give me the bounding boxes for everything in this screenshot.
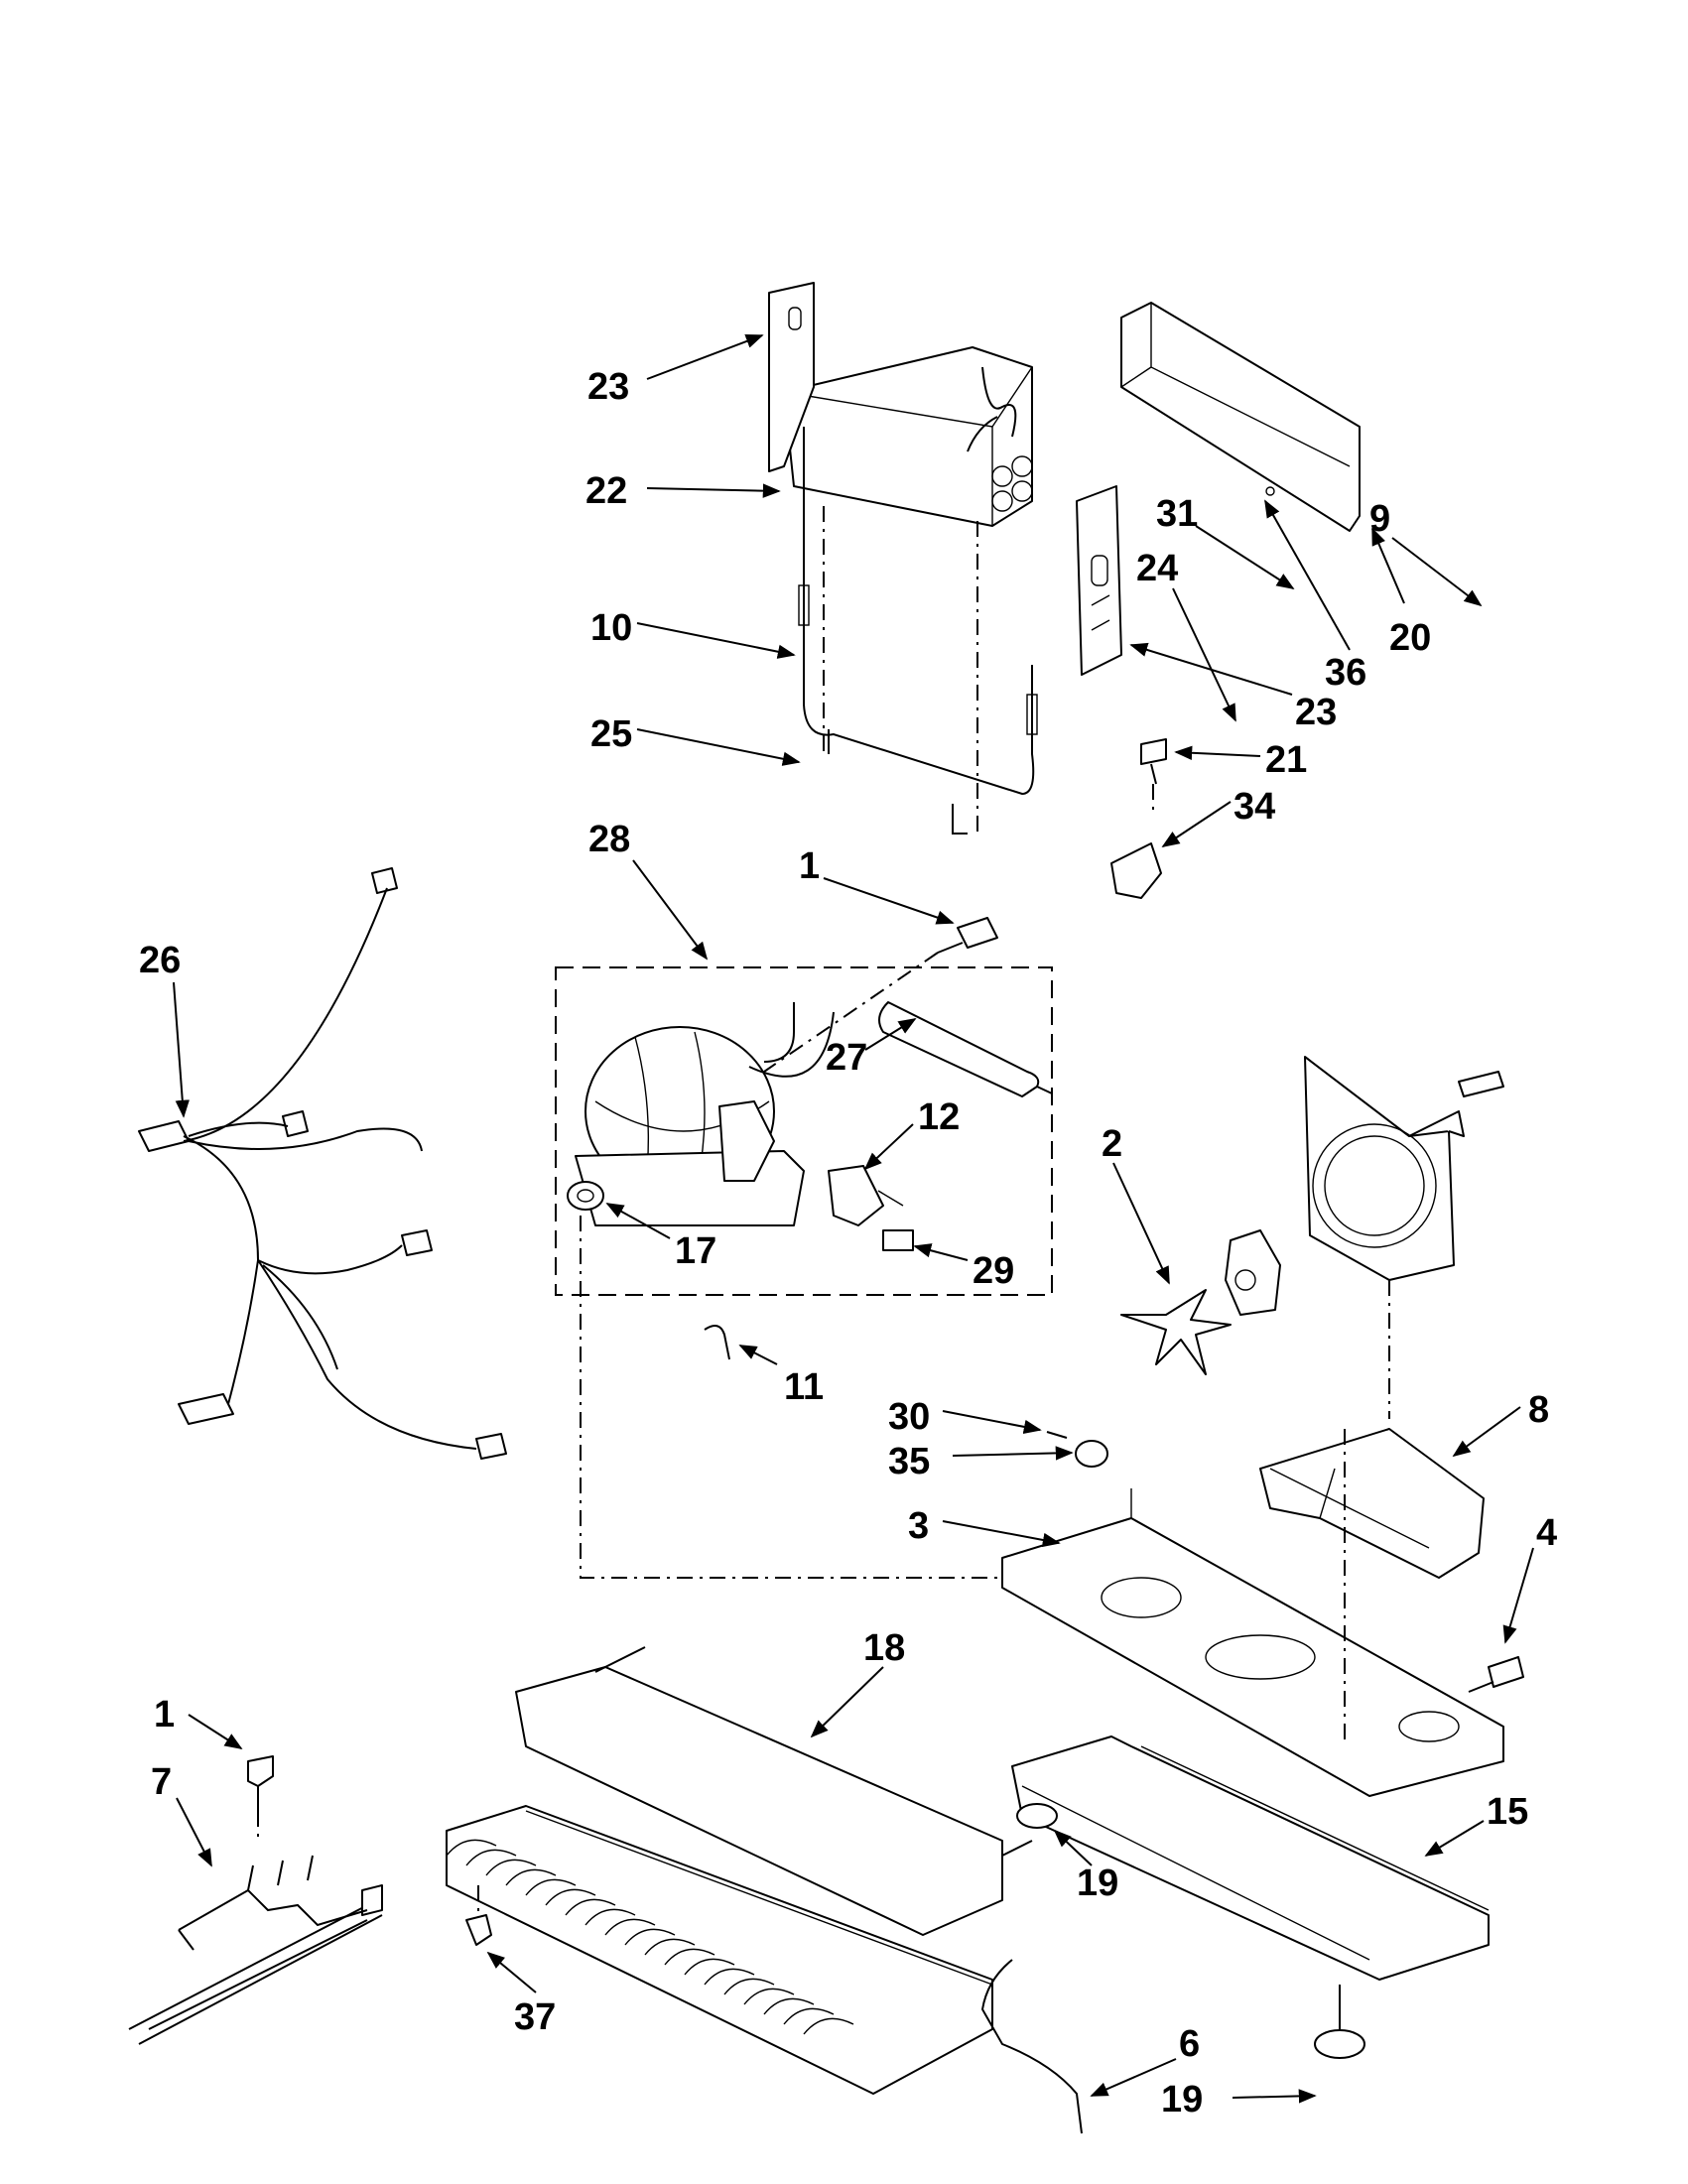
pin-30 <box>1046 1431 1068 1439</box>
overload-29 <box>882 1229 914 1251</box>
callout-18: 18 <box>863 1627 905 1669</box>
screw-9 <box>1458 1071 1504 1097</box>
callout-17: 17 <box>675 1230 716 1272</box>
callout-8: 8 <box>1528 1389 1549 1431</box>
callout-4: 4 <box>1536 1512 1557 1554</box>
grommet-17 <box>567 1181 604 1211</box>
callout-11: 11 <box>784 1366 824 1408</box>
callout-36: 36 <box>1325 652 1366 694</box>
foot-19-right <box>1314 1985 1365 2059</box>
callout-10: 10 <box>590 607 632 649</box>
drier-27 <box>878 1001 1053 1097</box>
callout-19-right: 19 <box>1161 2079 1203 2120</box>
callout-15: 15 <box>1487 1791 1528 1833</box>
wire-harness-26 <box>138 867 507 1460</box>
clip-37 <box>465 1914 492 1946</box>
screw-1-bottom <box>247 1755 274 1811</box>
tube-6 <box>980 1959 1083 2134</box>
evaporator-22 <box>783 346 1033 527</box>
callout-21: 21 <box>1265 739 1307 781</box>
screw-21 <box>1140 738 1167 785</box>
compressor <box>575 1002 835 1226</box>
shroud-31 <box>1304 1056 1465 1281</box>
foot-19-left <box>1016 1803 1058 1829</box>
evaporator-cover-20 <box>1120 302 1361 532</box>
callout-24: 24 <box>1136 548 1178 589</box>
tube-11 <box>704 1325 730 1360</box>
leader-arrows <box>173 334 1534 2104</box>
bracket-8 <box>1259 1428 1485 1579</box>
compressor-assembly-box-28 <box>555 966 1053 1296</box>
fan-blade-2 <box>1120 1289 1232 1375</box>
callout-2: 2 <box>1102 1123 1122 1165</box>
callout-12: 12 <box>918 1096 960 1138</box>
relay-12 <box>828 1165 904 1226</box>
end-plate-23-right <box>1076 485 1122 676</box>
callout-29: 29 <box>973 1250 1014 1292</box>
bracket-34 <box>1110 842 1162 899</box>
callout-23-right: 23 <box>1295 692 1337 733</box>
callout-1-top: 1 <box>799 845 820 887</box>
callout-6: 6 <box>1179 2023 1200 2065</box>
callout-labels: 23 22 10 25 28 1 26 27 12 17 29 11 36 20… <box>139 366 1557 2120</box>
drain-pan-15 <box>1011 1735 1490 1981</box>
callout-27: 27 <box>826 1037 867 1079</box>
fan-motor-24 <box>1225 1229 1281 1316</box>
end-plate-23-left <box>768 282 815 472</box>
callout-22: 22 <box>585 470 627 512</box>
callout-37: 37 <box>514 1996 556 2038</box>
heater-10 <box>798 427 1038 835</box>
bushing-35 <box>1075 1440 1108 1468</box>
callout-20: 20 <box>1389 617 1431 659</box>
callout-23-top: 23 <box>587 366 629 408</box>
condenser-18 <box>446 1646 1033 2095</box>
base-plate-3 <box>1001 1488 1504 1797</box>
callout-1-bottom: 1 <box>154 1694 175 1735</box>
screw-1-top <box>937 917 998 954</box>
harness-7 <box>128 1855 383 2045</box>
screw-4 <box>1468 1656 1524 1693</box>
callout-34: 34 <box>1234 786 1275 828</box>
callout-26: 26 <box>139 940 181 981</box>
callout-3: 3 <box>908 1505 929 1547</box>
callout-35: 35 <box>888 1441 930 1482</box>
callout-25: 25 <box>590 713 632 755</box>
callout-28: 28 <box>588 819 630 860</box>
callout-7: 7 <box>151 1761 172 1803</box>
callout-19-left: 19 <box>1077 1863 1118 1904</box>
callout-30: 30 <box>888 1396 930 1438</box>
callout-9: 9 <box>1369 498 1390 540</box>
callout-31: 31 <box>1156 493 1198 535</box>
